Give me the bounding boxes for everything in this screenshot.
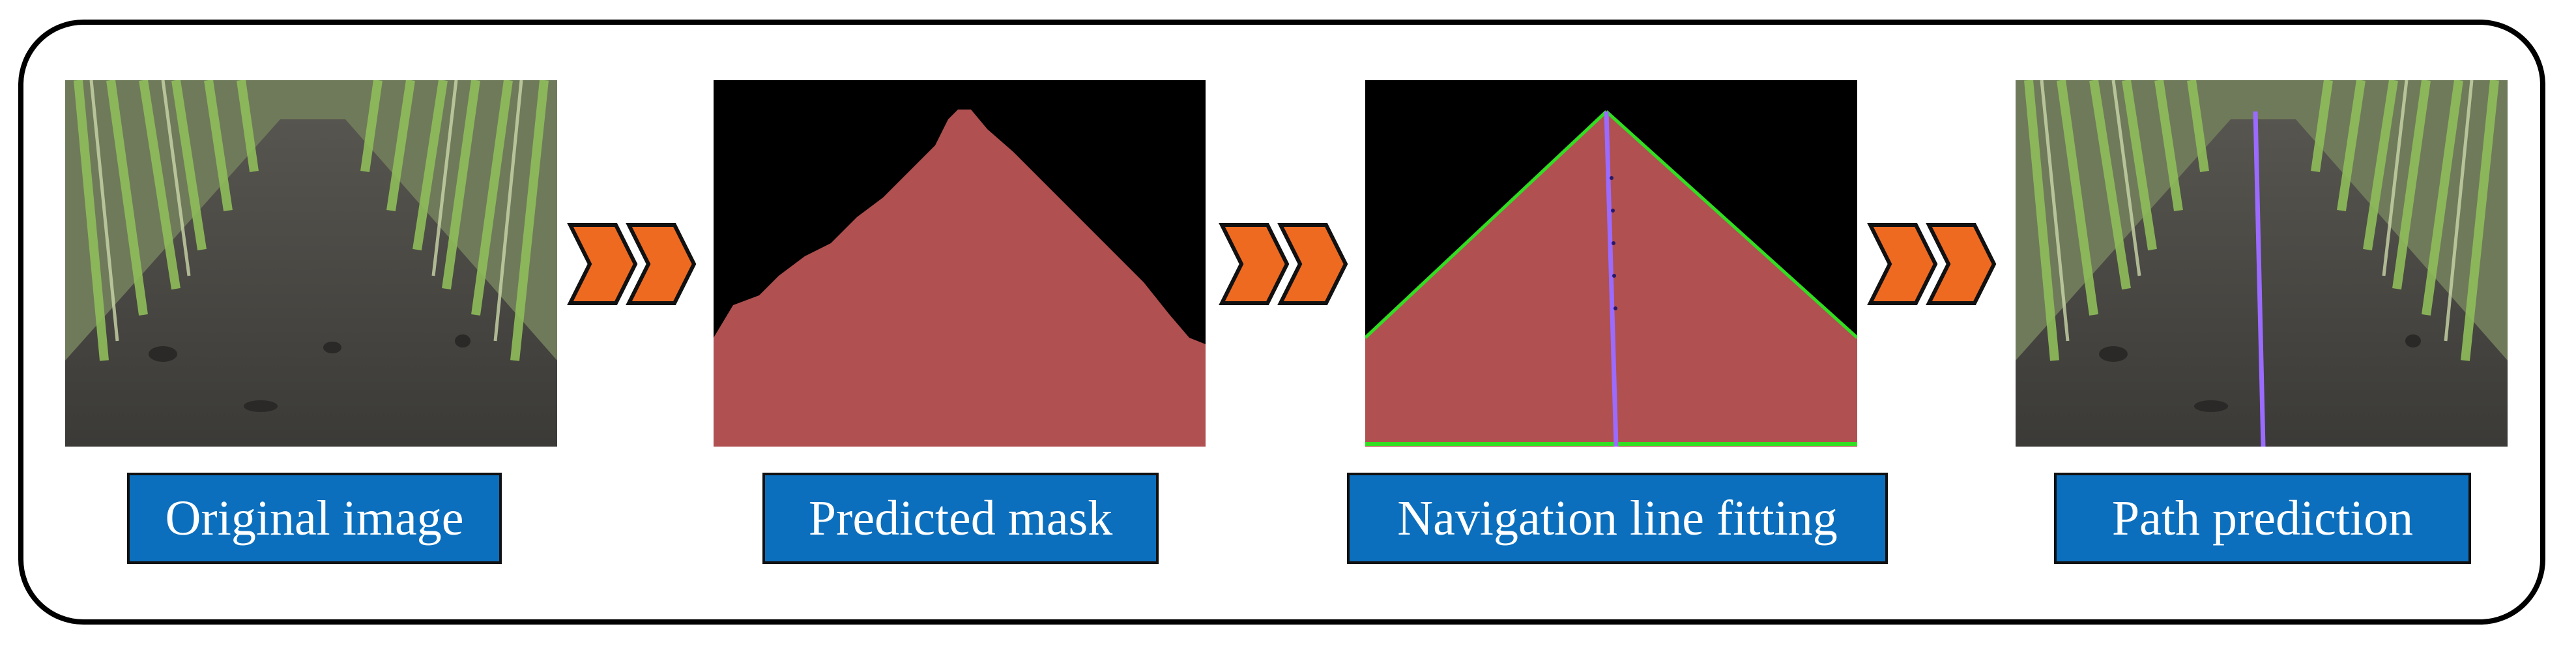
pipeline-arrow-3 <box>1867 222 2004 306</box>
original-field-image <box>65 80 557 447</box>
path-prediction-image <box>2016 80 2508 447</box>
pipeline-arrow-1 <box>567 222 704 306</box>
label-original-image: Original image <box>127 473 502 564</box>
predicted-mask-image <box>714 80 1206 447</box>
line-fitting-image <box>1365 80 1857 447</box>
label-predicted-mask-text: Predicted mask <box>808 490 1113 546</box>
original-image-panel <box>65 80 557 447</box>
left-boundary-line <box>1365 110 1608 339</box>
predicted-mask-panel <box>714 80 1206 447</box>
label-path-prediction: Path prediction <box>2054 473 2471 564</box>
label-navigation-line-fitting-text: Navigation line fitting <box>1397 490 1838 546</box>
path-prediction-panel <box>2016 80 2508 447</box>
predicted-path-line <box>2253 111 2266 447</box>
right-boundary-line <box>1605 110 1857 339</box>
label-path-prediction-text: Path prediction <box>2111 490 2414 546</box>
label-original-image-text: Original image <box>165 490 464 546</box>
navigation-line <box>1604 111 1619 447</box>
navigation-line-fitting-panel <box>1365 80 1857 447</box>
label-predicted-mask: Predicted mask <box>762 473 1159 564</box>
label-navigation-line-fitting: Navigation line fitting <box>1347 473 1888 564</box>
pipeline-arrow-2 <box>1219 222 1355 306</box>
